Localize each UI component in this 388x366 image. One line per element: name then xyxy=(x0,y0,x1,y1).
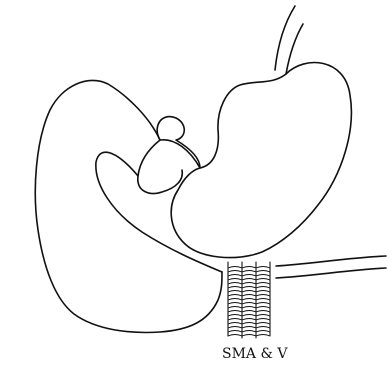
hatch-stroke xyxy=(242,287,256,289)
hatch-stroke xyxy=(242,267,256,269)
hatch-stroke xyxy=(256,311,270,313)
hatch-stroke xyxy=(228,327,242,329)
hatch-stroke xyxy=(242,331,256,333)
hatch-stroke xyxy=(256,287,270,289)
inner-curl-line xyxy=(138,140,182,193)
hatch-stroke xyxy=(228,291,242,293)
hatch-stroke xyxy=(256,315,270,317)
hatch-stroke xyxy=(242,327,256,329)
hatch-stroke xyxy=(228,307,242,309)
hatch-stroke xyxy=(242,311,256,313)
hatch-stroke xyxy=(242,271,256,273)
right-vessel xyxy=(276,256,386,278)
hatch-stroke xyxy=(242,319,256,321)
hatch-stroke xyxy=(242,315,256,317)
sma-v-vessels xyxy=(228,262,270,338)
hatch-stroke xyxy=(228,311,242,313)
hatch-stroke xyxy=(228,267,242,269)
hatch-stroke xyxy=(228,331,242,333)
hatch-stroke xyxy=(256,303,270,305)
hatch-stroke xyxy=(228,271,242,273)
hatch-stroke xyxy=(242,283,256,285)
hatch-stroke xyxy=(256,327,270,329)
hatch-stroke xyxy=(228,279,242,281)
hatch-stroke xyxy=(242,299,256,301)
vessel-hatching xyxy=(228,267,270,337)
hatch-stroke xyxy=(228,323,242,325)
sma-v-label: SMA & V xyxy=(222,346,288,362)
hatch-stroke xyxy=(228,295,242,297)
hatch-stroke xyxy=(256,267,270,269)
hatch-stroke xyxy=(256,271,270,273)
top-duct xyxy=(275,6,303,74)
inner-loop-outline xyxy=(157,117,200,168)
hatch-stroke xyxy=(228,319,242,321)
hatch-stroke xyxy=(228,335,242,337)
right-vessel-bottom xyxy=(276,268,386,278)
hatch-stroke xyxy=(242,335,256,337)
inner-loop xyxy=(138,117,200,194)
hatch-stroke xyxy=(256,331,270,333)
hatch-stroke xyxy=(228,303,242,305)
hatch-stroke xyxy=(228,275,242,277)
hatch-stroke xyxy=(228,283,242,285)
hatch-stroke xyxy=(256,335,270,337)
hatch-stroke xyxy=(242,295,256,297)
hatch-stroke xyxy=(256,323,270,325)
hatch-stroke xyxy=(256,295,270,297)
hatch-stroke xyxy=(228,315,242,317)
hatch-stroke xyxy=(256,307,270,309)
hatch-stroke xyxy=(242,303,256,305)
hatch-stroke xyxy=(256,319,270,321)
hatch-stroke xyxy=(228,287,242,289)
top-duct-line-outer xyxy=(275,6,295,70)
hatch-stroke xyxy=(256,279,270,281)
hatch-stroke xyxy=(242,279,256,281)
hatch-stroke xyxy=(242,291,256,293)
right-vessel-top xyxy=(276,256,386,266)
hatch-stroke xyxy=(256,275,270,277)
hatch-stroke xyxy=(242,323,256,325)
hatch-stroke xyxy=(256,291,270,293)
hatch-stroke xyxy=(228,299,242,301)
outer-mass xyxy=(35,80,222,332)
outer-mass-outline xyxy=(35,80,222,332)
hatch-stroke xyxy=(256,283,270,285)
hatch-stroke xyxy=(242,307,256,309)
hatch-stroke xyxy=(256,299,270,301)
hatch-stroke xyxy=(242,275,256,277)
top-duct-line-inner xyxy=(286,24,303,74)
